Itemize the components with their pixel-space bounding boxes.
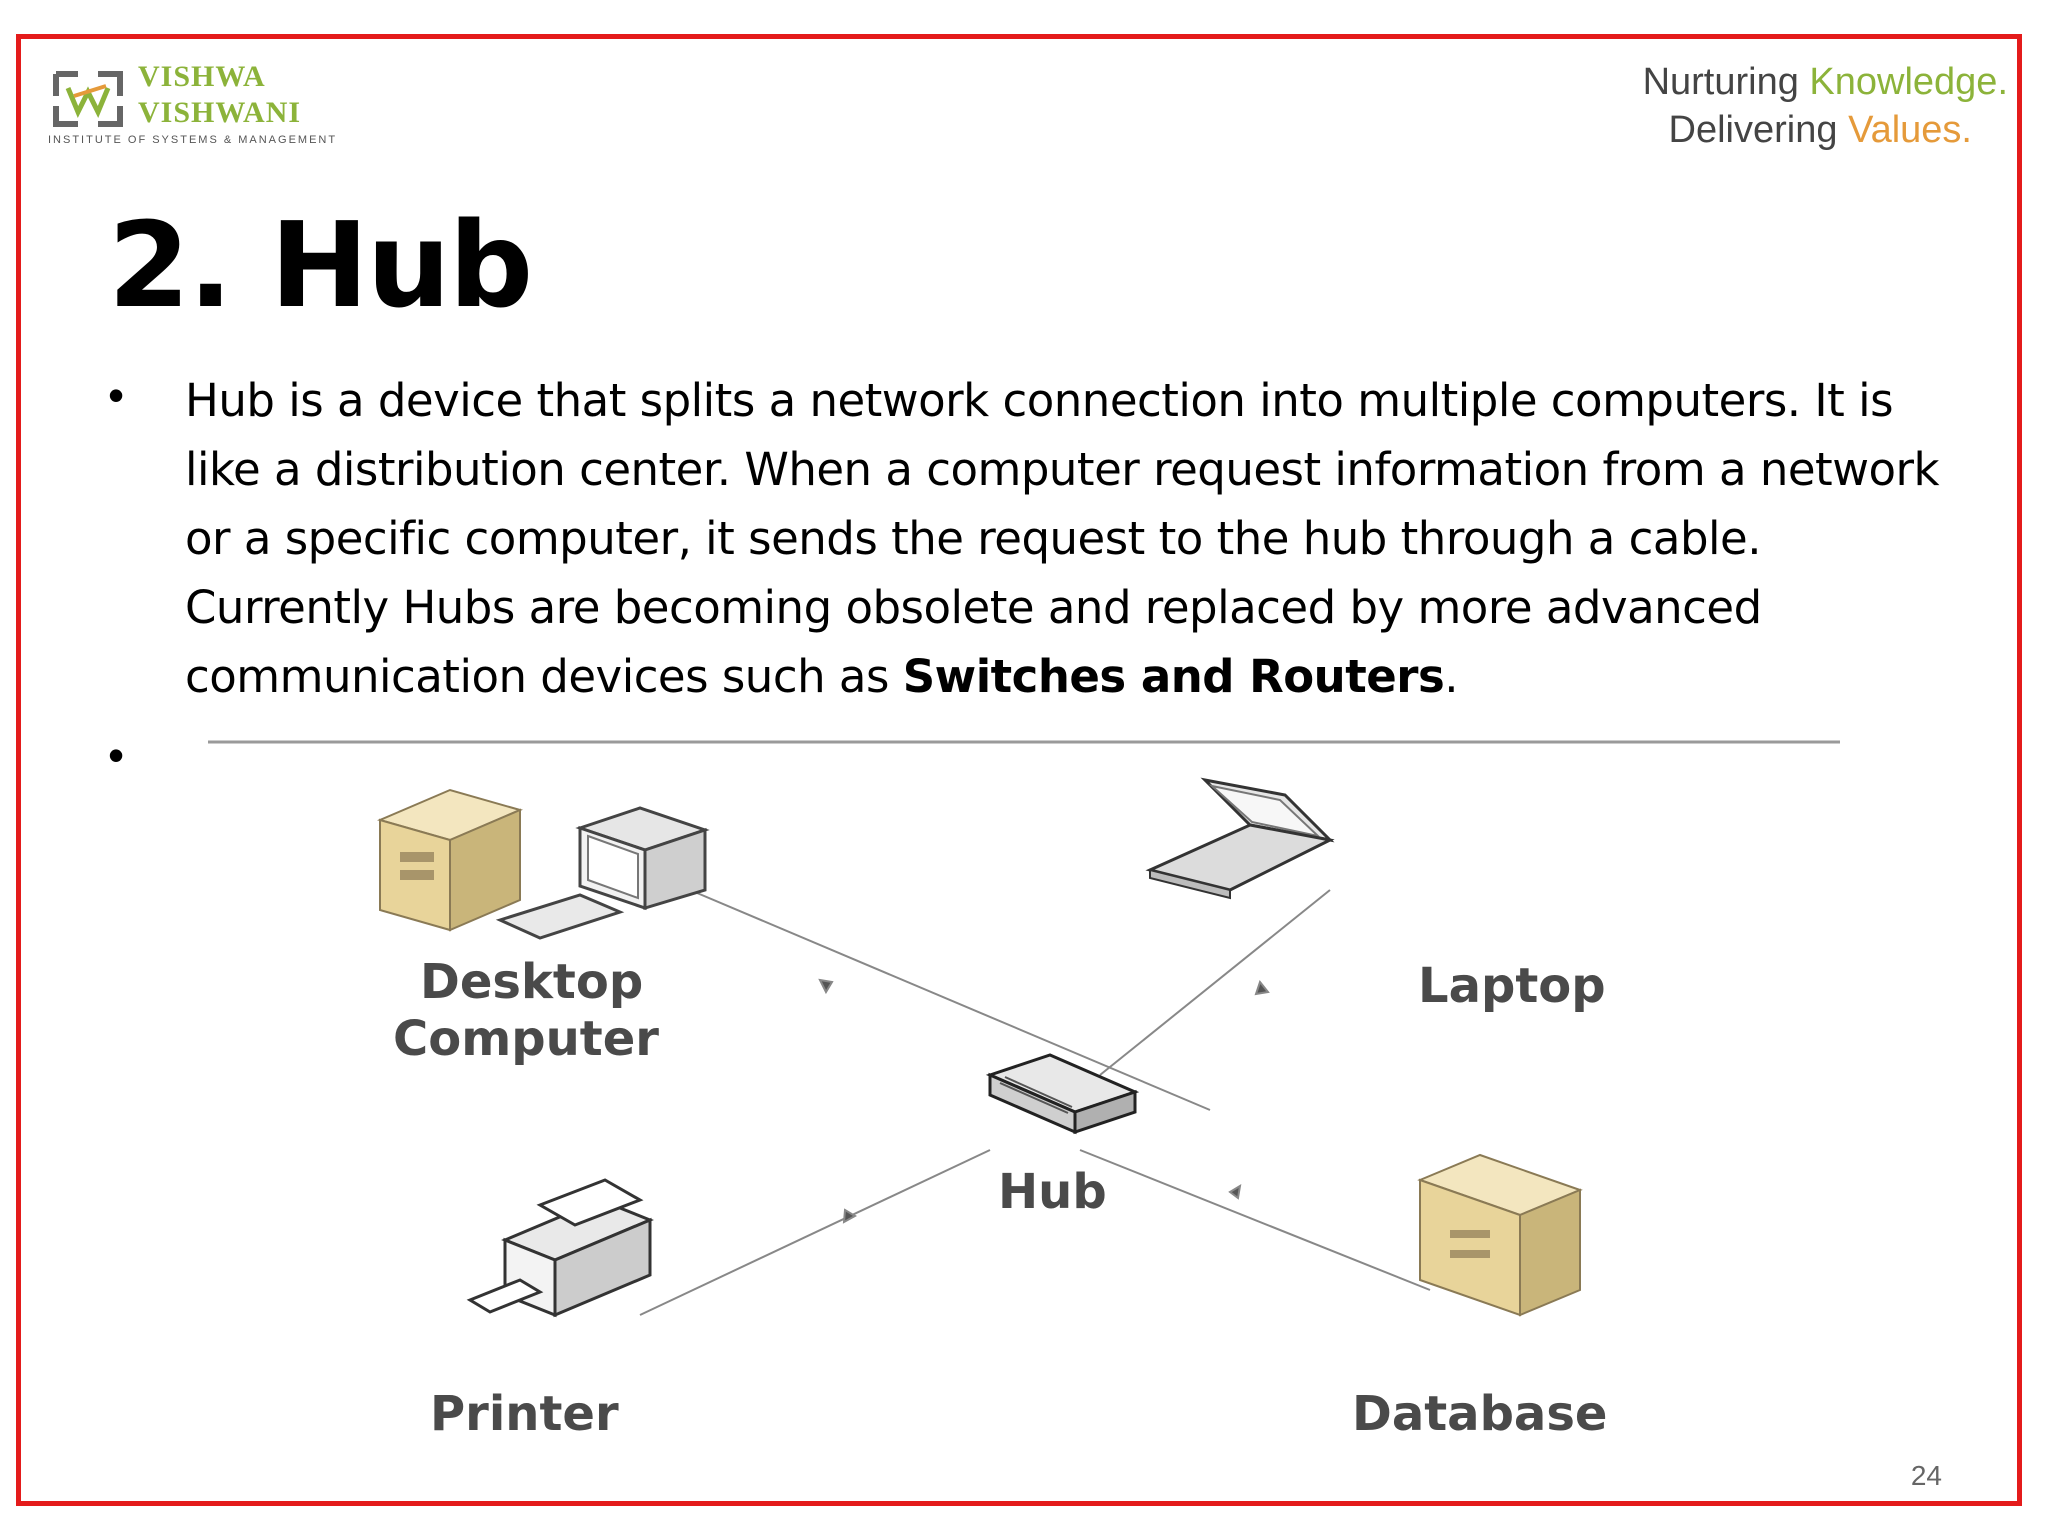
label-desktop-line-2: Computer xyxy=(393,1011,659,1067)
page-number: 24 xyxy=(1910,1460,1942,1491)
label-printer: Printer xyxy=(430,1386,619,1442)
bold-phrase: Switches and Routers xyxy=(902,650,1445,703)
database-server-icon xyxy=(1417,1153,1583,1317)
label-laptop: Laptop xyxy=(1418,958,1606,1014)
institute-logo: VISHWA VISHWANI INSTITUTE OF SYSTEMS & M… xyxy=(48,60,368,156)
link-desktop-hub xyxy=(689,889,1211,1111)
logo-emblem-icon xyxy=(53,71,123,127)
desktop-computer-icon xyxy=(377,788,710,940)
logo-line-1: VISHWA xyxy=(138,60,266,93)
arrow-printer-icon xyxy=(842,1208,858,1224)
label-hub: Hub xyxy=(998,1164,1107,1220)
tagline-line-1: Nurturing Knowledge. xyxy=(1642,61,2008,103)
arrow-database-icon xyxy=(1228,1184,1242,1200)
arrow-laptop-icon xyxy=(1254,979,1270,996)
hub-device-icon xyxy=(985,1053,1140,1135)
arrow-desktop-icon xyxy=(818,978,834,995)
logo-line-2: VISHWANI xyxy=(138,96,302,129)
label-desktop-line-1: Desktop xyxy=(420,954,643,1010)
bullet-text-1: Hub is a device that splits a network co… xyxy=(185,374,1940,703)
tagline-line-2: Delivering Values. xyxy=(1668,109,1972,151)
link-laptop-hub xyxy=(1099,889,1331,1076)
laptop-icon xyxy=(1145,777,1335,900)
link-printer-hub xyxy=(639,1149,991,1316)
bullet-marker-1: • xyxy=(108,369,125,421)
hub-network-diagram: Desktop Computer Laptop Hub Printer Data… xyxy=(208,740,1840,1442)
slide-border xyxy=(16,34,2022,1506)
bullet-marker-2: • xyxy=(108,729,125,781)
network-links xyxy=(639,889,1431,1316)
label-database: Database xyxy=(1352,1386,1607,1442)
link-database-hub xyxy=(1079,1149,1431,1291)
tagline: Nurturing Knowledge. Delivering Values. xyxy=(1488,58,2008,154)
logo-subtitle: INSTITUTE OF SYSTEMS & MANAGEMENT xyxy=(48,134,338,146)
printer-icon xyxy=(466,1178,654,1318)
slide-title: 2. Hub xyxy=(108,196,533,334)
